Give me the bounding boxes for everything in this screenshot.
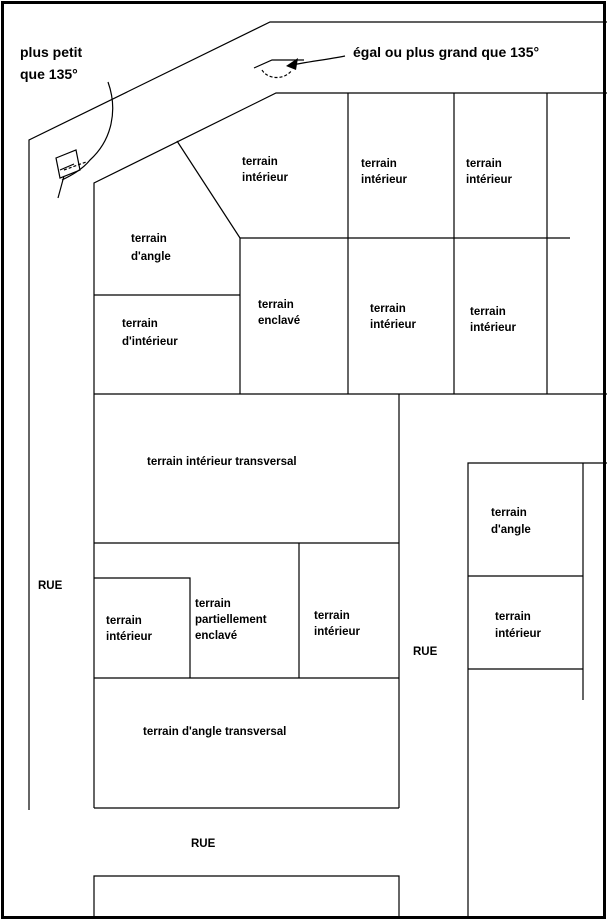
street-label-bottom: RUE — [191, 838, 216, 850]
small-angle-label-line2: que 135° — [20, 66, 78, 82]
street-edge-outer — [28, 21, 607, 810]
lot-label-interior-transversal: terrain intérieur transversal — [147, 456, 297, 468]
lot-label-corner-transversal: terrain d'angle transversal — [143, 726, 286, 738]
large-angle-arrowhead — [286, 58, 298, 70]
bottom-block-outline — [93, 875, 400, 918]
street-label-middle: RUE — [413, 646, 438, 658]
lot-line — [94, 577, 191, 678]
large-angle-mark — [253, 59, 304, 69]
right-block-outline — [467, 462, 607, 918]
small-angle-arrow — [61, 81, 114, 181]
small-angle-label-line1: plus petit — [20, 44, 83, 60]
block-outline — [93, 92, 607, 808]
large-angle-label: égal ou plus grand que 135° — [353, 44, 539, 60]
lot-line — [176, 140, 241, 239]
large-angle-dash — [261, 69, 293, 79]
street-label-left: RUE — [38, 580, 63, 592]
small-angle-dash — [63, 161, 87, 171]
small-angle-mark — [55, 149, 81, 199]
